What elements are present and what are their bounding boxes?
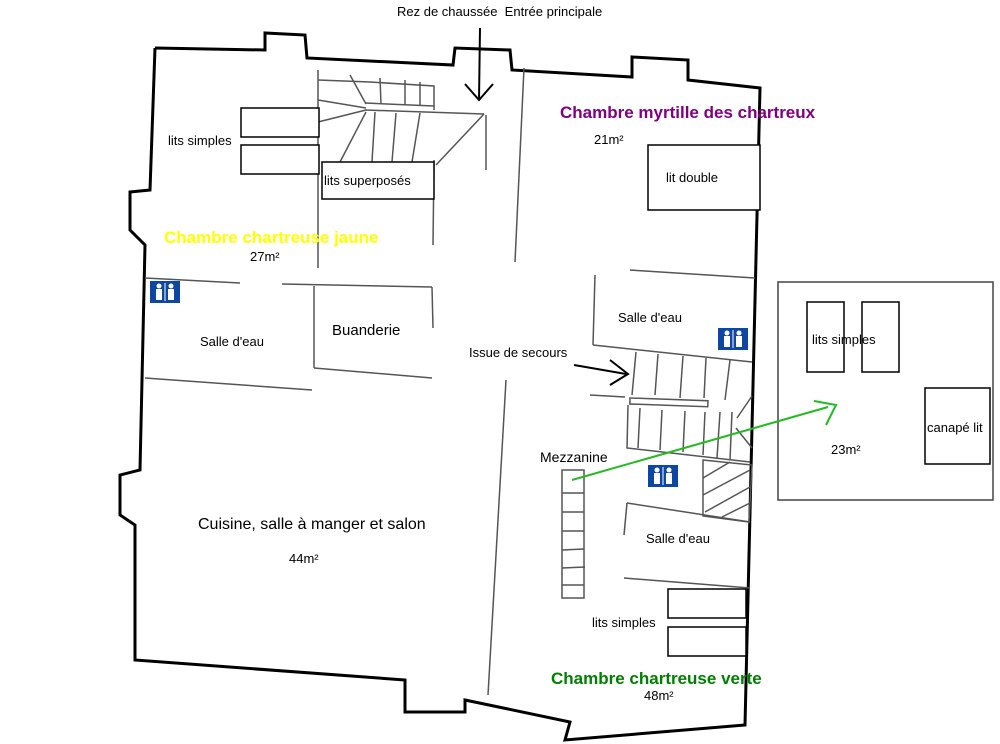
mezzanine-ladder [561, 469, 586, 599]
outer-wall [118, 31, 762, 742]
double-bed [647, 144, 761, 211]
room-area-cuisine: 44m² [289, 551, 319, 566]
bed-label: lits superposés [324, 173, 411, 188]
mezzanine-label: Mezzanine [540, 449, 608, 465]
single-bed [806, 301, 845, 373]
sofa-bed [924, 387, 991, 465]
bed-label: lits simples [168, 133, 232, 148]
entrance-arrow-icon [464, 27, 494, 102]
room-label-salle-eau: Salle d'eau [646, 531, 710, 546]
room-name-cuisine: Cuisine, salle à manger et salon [198, 516, 426, 533]
room-label-buanderie: Buanderie [332, 322, 400, 339]
entrance-label: Rez de chaussée Entrée principale [397, 4, 602, 19]
restroom-icon [150, 281, 180, 303]
room-area-verte: 48m² [644, 688, 674, 703]
room-area-mezzanine: 23m² [831, 442, 861, 457]
single-bed [667, 626, 747, 657]
room-name-jaune: Chambre chartreuse jaune [164, 228, 378, 247]
room-label-salle-eau: Salle d'eau [200, 334, 264, 349]
stairs-right [626, 351, 753, 523]
bed-label: lits simples [812, 332, 876, 347]
interior-walls [144, 67, 756, 696]
stairs-top [317, 74, 485, 166]
single-bed [861, 301, 900, 373]
sofa-bed-label: canapé lit [927, 420, 983, 435]
restroom-icon [648, 465, 678, 487]
bed-label: lits simples [592, 615, 656, 630]
bed-label: lit double [666, 170, 718, 185]
room-label-salle-eau: Salle d'eau [618, 310, 682, 325]
exit-arrow-icon [573, 359, 630, 386]
room-area-myrtille: 21m² [594, 132, 624, 147]
mezzanine-arrow-icon [571, 400, 838, 481]
restroom-icon [718, 328, 748, 350]
room-name-myrtille: Chambre myrtille des chartreux [560, 103, 816, 122]
single-bed [240, 144, 320, 175]
emergency-exit-label: Issue de secours [469, 345, 568, 360]
room-name-verte: Chambre chartreuse verte [551, 669, 762, 688]
single-bed [240, 107, 320, 138]
single-bed [667, 588, 747, 619]
room-area-jaune: 27m² [250, 249, 280, 264]
bunk-bed [321, 161, 435, 200]
